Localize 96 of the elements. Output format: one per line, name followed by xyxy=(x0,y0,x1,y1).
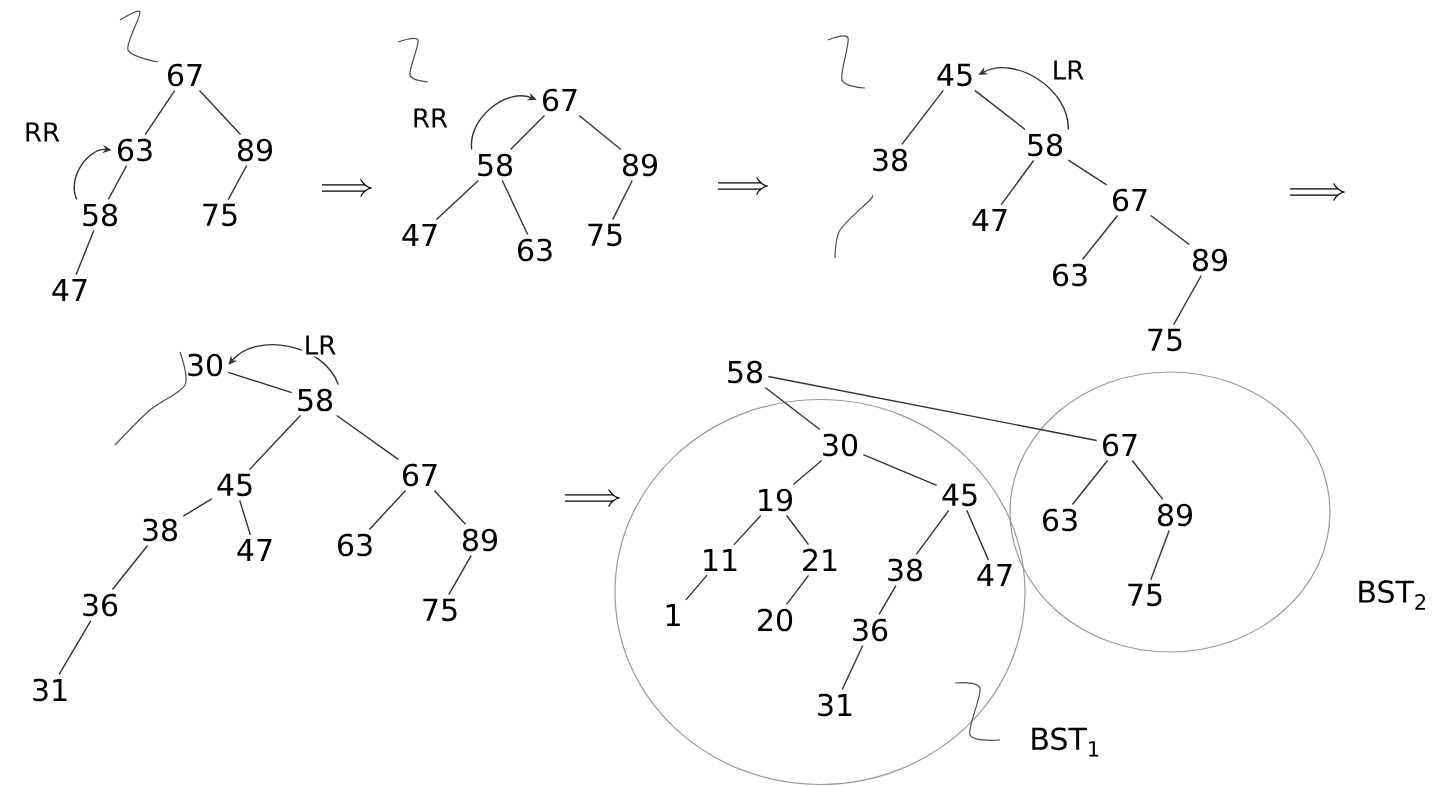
tree-edge xyxy=(248,414,302,471)
tree-edge xyxy=(1131,459,1164,501)
tree-edge xyxy=(767,375,1098,442)
number-label: 38 xyxy=(873,148,908,172)
number-label: 67 xyxy=(1103,433,1137,457)
region-label: BST$_{2}$ xyxy=(1359,580,1426,610)
region-label: BST$_{1}$ xyxy=(1032,727,1099,757)
number-label: 89 xyxy=(1157,503,1192,527)
tree-edge xyxy=(1071,459,1109,506)
number-label: 21 xyxy=(803,548,837,572)
number-label: 75 xyxy=(203,203,237,227)
number-label: 67 xyxy=(403,463,437,487)
number-label: 38 xyxy=(143,518,178,542)
number-label: 58 xyxy=(298,388,333,412)
edge-label: RR xyxy=(21,120,63,144)
tree-edge xyxy=(144,89,176,136)
number-label: 45 xyxy=(942,483,977,507)
number-label: 36 xyxy=(853,618,888,642)
tree-edge xyxy=(1172,274,1202,326)
number-label: 20 xyxy=(758,608,793,632)
tree-edge xyxy=(1000,159,1035,206)
tree-edge xyxy=(764,386,821,431)
tree-edge xyxy=(578,114,622,151)
number-label: 75 xyxy=(1148,328,1182,352)
tree-edge xyxy=(111,544,149,591)
number-label: 1 xyxy=(666,604,680,626)
tree-edge xyxy=(901,89,944,146)
number-label: 58 xyxy=(478,153,513,177)
tree-edge xyxy=(785,574,810,606)
tree-edge xyxy=(509,114,546,151)
number-label: 47 xyxy=(52,279,87,301)
number-label: 38 xyxy=(888,558,923,582)
number-label: 47 xyxy=(402,224,437,246)
number-label: 19 xyxy=(759,488,792,512)
number-label: 31 xyxy=(33,678,67,702)
tree-edge xyxy=(198,89,242,136)
tree-edge xyxy=(448,554,472,596)
number-label: 89 xyxy=(1192,248,1227,272)
number-label: 67 xyxy=(168,63,202,87)
number-label: 58 xyxy=(83,203,118,227)
number-label: 67 xyxy=(543,88,577,112)
tree-edge xyxy=(435,179,480,221)
number-label: 67 xyxy=(1113,188,1147,212)
number-label: 63 xyxy=(518,238,552,262)
rotation-arrow xyxy=(228,344,339,386)
tree-edge xyxy=(336,414,399,461)
number-label: 36 xyxy=(83,593,118,617)
tree-edge xyxy=(974,89,1026,131)
tree-edge xyxy=(501,179,529,236)
tree-edge xyxy=(368,489,407,531)
number-label: 58 xyxy=(728,360,763,384)
number-label: 75 xyxy=(588,223,622,247)
tree-edge xyxy=(611,179,633,221)
tree-edge xyxy=(58,619,92,676)
number-label: 45 xyxy=(217,473,252,497)
number-label: 63 xyxy=(1043,508,1077,532)
tree-edge xyxy=(227,164,248,201)
tree-edge xyxy=(227,371,293,394)
number-label: 31 xyxy=(818,693,852,717)
tree-edge xyxy=(75,229,95,276)
tree-edge xyxy=(966,509,990,561)
number-label: 75 xyxy=(423,598,457,622)
tree-edge xyxy=(862,454,938,486)
number-label: 11 xyxy=(704,549,737,571)
edge-label: LR xyxy=(1049,58,1087,82)
tree-edge xyxy=(182,498,213,517)
number-label: 47 xyxy=(972,209,1007,231)
edge-label: RR xyxy=(409,106,451,130)
number-label: 58 xyxy=(1028,133,1063,157)
tree-edge xyxy=(785,514,810,546)
number-label: 63 xyxy=(1053,263,1087,287)
tree-edge xyxy=(433,489,467,526)
tree-edge xyxy=(733,514,762,546)
number-label: 75 xyxy=(1128,583,1162,607)
number-label: 45 xyxy=(937,63,972,87)
number-label: 89 xyxy=(237,138,272,162)
tree-edge xyxy=(1150,214,1190,246)
tree-edge xyxy=(239,499,252,536)
tree-edge xyxy=(107,164,128,201)
tree-edge xyxy=(878,584,897,616)
tree-edge xyxy=(1081,214,1119,261)
number-label: 89 xyxy=(622,153,657,177)
tree-edge xyxy=(1067,159,1108,186)
tree-edge xyxy=(1150,529,1170,581)
number-label: 89 xyxy=(462,528,497,552)
number-label: 30 xyxy=(188,353,223,377)
tree-edge xyxy=(915,509,950,556)
edge-label: LR xyxy=(301,333,339,357)
tree-edge xyxy=(841,644,864,691)
tree-edge xyxy=(792,459,823,486)
number-label: 47 xyxy=(237,539,272,561)
number-label: 63 xyxy=(338,533,372,557)
number-label: 47 xyxy=(977,564,1012,586)
number-label: 63 xyxy=(118,138,152,162)
tree-edge xyxy=(685,574,708,601)
number-label: 30 xyxy=(823,433,858,457)
